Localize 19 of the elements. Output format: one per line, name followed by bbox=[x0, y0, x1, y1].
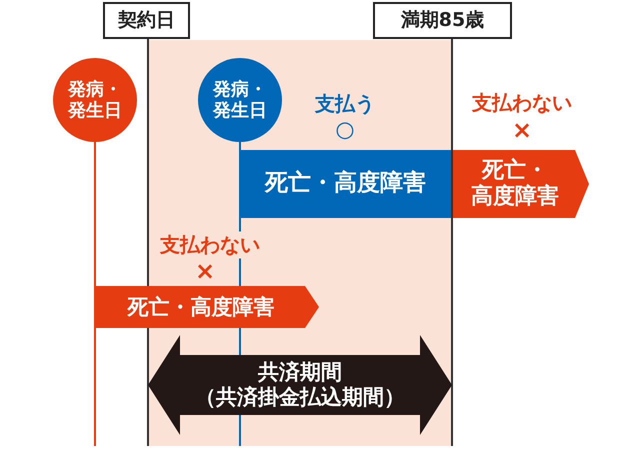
date-box bbox=[103, 2, 190, 39]
date-box bbox=[373, 2, 512, 39]
node-text: 満期85歳 bbox=[400, 9, 484, 32]
payment-note: 支払う bbox=[315, 90, 375, 118]
arrow-band bbox=[453, 150, 589, 218]
node-text: 死亡・高度障害 bbox=[128, 294, 274, 320]
cross-mark: × bbox=[512, 116, 532, 144]
node-text: 発病・発生日 bbox=[66, 78, 123, 122]
node-text: 発病・発生日 bbox=[212, 78, 268, 122]
arrow-band bbox=[95, 286, 319, 328]
node-text: （共済掛金払込期間） bbox=[195, 385, 405, 410]
node-text: 死亡・高度障害 bbox=[265, 170, 426, 198]
payment-note: 支払わない bbox=[472, 90, 572, 116]
circle-mark: ○ bbox=[335, 118, 355, 142]
cross-mark: × bbox=[194, 257, 216, 285]
node-text: 死亡・高度障害 bbox=[470, 158, 560, 210]
node-text: 契約日 bbox=[118, 9, 175, 32]
node-text: 共済期間 bbox=[258, 360, 342, 385]
coverage-band bbox=[240, 150, 451, 218]
